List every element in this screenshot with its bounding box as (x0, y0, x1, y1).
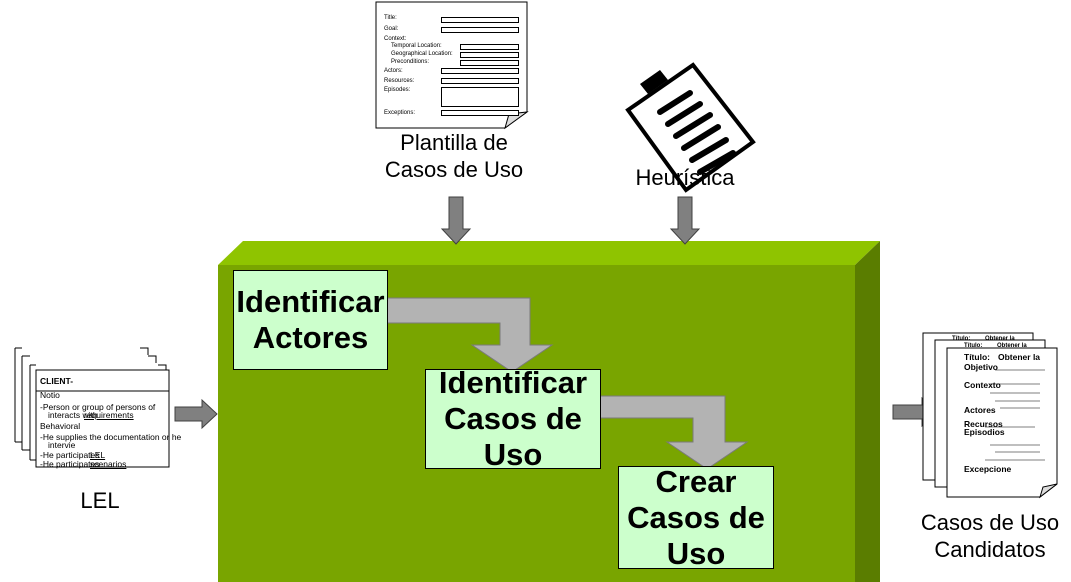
lel-cards (14, 347, 170, 468)
output-title-label: Título: (964, 352, 990, 362)
output-caption: Casos de Uso Candidatos (920, 510, 1060, 562)
output-title-value: Obtener la (998, 352, 1041, 362)
process-box-side (855, 241, 880, 582)
form-field-temporal: Temporal Location: (391, 43, 442, 49)
form-field-goal: Goal: (384, 26, 399, 32)
output-documents (922, 332, 1058, 499)
process-box-top (218, 241, 880, 265)
form-field-episodes: Episodes: (384, 87, 411, 93)
form-field-exceptions: Exceptions: (384, 110, 416, 116)
form-field-context: Context: (384, 36, 407, 42)
template-caption: Plantilla de Casos de Uso (384, 130, 524, 182)
form-field-actors: Actors: (384, 68, 403, 74)
lel-link-lel[interactable]: LEL (90, 450, 106, 460)
step-create-use-cases: Crear Casos de Uso (618, 464, 774, 571)
lel-input-arrow (174, 398, 218, 430)
episodes-box (441, 87, 519, 107)
step-identify-use-cases: Identificar Casos de Uso (425, 365, 601, 472)
template-input-arrow (440, 196, 472, 245)
lel-header: CLIENT- (40, 376, 74, 386)
form-field-title: Title: (384, 15, 397, 21)
step-identify-actors: Identificar Actores (233, 270, 388, 370)
form-field-preconditions: Preconditions: (391, 59, 430, 65)
heuristic-input-arrow (669, 196, 701, 245)
connector-arrow-1 (384, 297, 554, 373)
form-field-geographical: Geographical Location: (391, 51, 453, 57)
heuristic-caption: Heurística (635, 165, 735, 190)
connector-arrow-2 (597, 395, 749, 470)
form-field-resources: Resources: (384, 78, 415, 84)
clipboard-icon (625, 62, 756, 193)
lel-link-scenarios[interactable]: scenarios (90, 459, 127, 469)
lel-behavioral: Behavioral (40, 421, 81, 431)
lel-link-requirements[interactable]: requirements (84, 410, 134, 420)
lel-notion: Notio (40, 390, 60, 400)
lel-caption: LEL (80, 488, 120, 513)
